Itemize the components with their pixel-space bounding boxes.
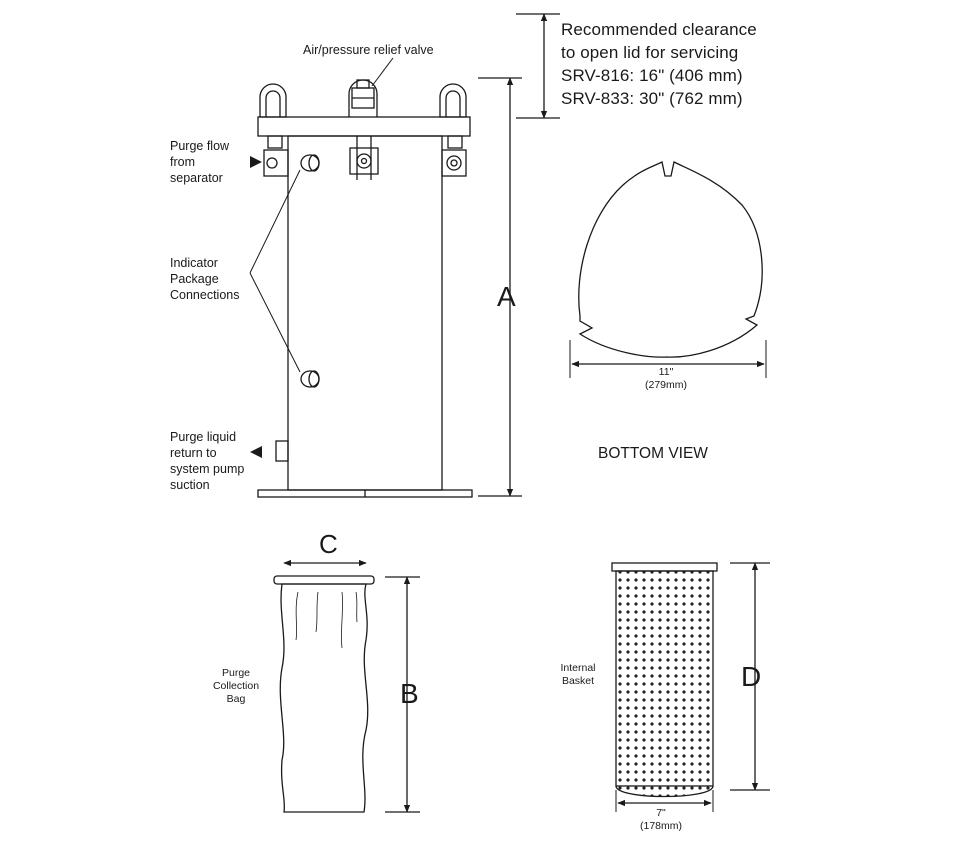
collection-bag-label: Purge Collection Bag (212, 667, 260, 705)
indicator-connections-label: Indicator Package Connections (170, 256, 240, 302)
relief-valve-label: Air/pressure relief valve (303, 43, 434, 57)
relief-valve (348, 79, 378, 117)
internal-basket-label: Internal Basket (560, 662, 596, 687)
purge-return-label: Purge liquid return to system pump sucti… (170, 430, 245, 492)
bottom-view-outline (569, 161, 767, 378)
bottom-width-label: 11" (279mm) (644, 366, 687, 391)
collection-bag (273, 575, 375, 813)
clearance-note: Recommended clearance to open lid for se… (561, 20, 757, 108)
purge-flow-arrow (250, 156, 262, 168)
separator-vessel (257, 57, 473, 498)
bottom-view-title: BOTTOM VIEW (598, 445, 708, 462)
indicator-port-lower (300, 370, 320, 388)
dimension-c-label: C (319, 529, 338, 559)
purge-flow-label: Purge flow from separator (170, 139, 230, 185)
dimension-d-label: D (741, 661, 762, 692)
dimension-d-line (730, 562, 770, 791)
purge-return-fitting (275, 440, 289, 462)
lid-bar (257, 116, 471, 137)
dimension-b-line (385, 576, 420, 813)
internal-basket (611, 562, 718, 798)
basket-width-label: 7" (178mm) (639, 807, 682, 832)
dimension-a-line (478, 77, 522, 497)
lifting-eye-right (439, 83, 467, 118)
vessel-body (287, 135, 443, 491)
indicator-port-upper (300, 154, 320, 172)
purge-return-arrow (250, 446, 262, 458)
dimension-b-label: B (400, 678, 419, 709)
lifting-eye-left (259, 83, 287, 118)
purge-inlet-fitting (263, 149, 289, 177)
indicator-leaders (249, 169, 301, 373)
dimension-a-label: A (497, 281, 516, 312)
basket-width-dimension (615, 790, 714, 812)
clearance-dimension (516, 13, 560, 119)
